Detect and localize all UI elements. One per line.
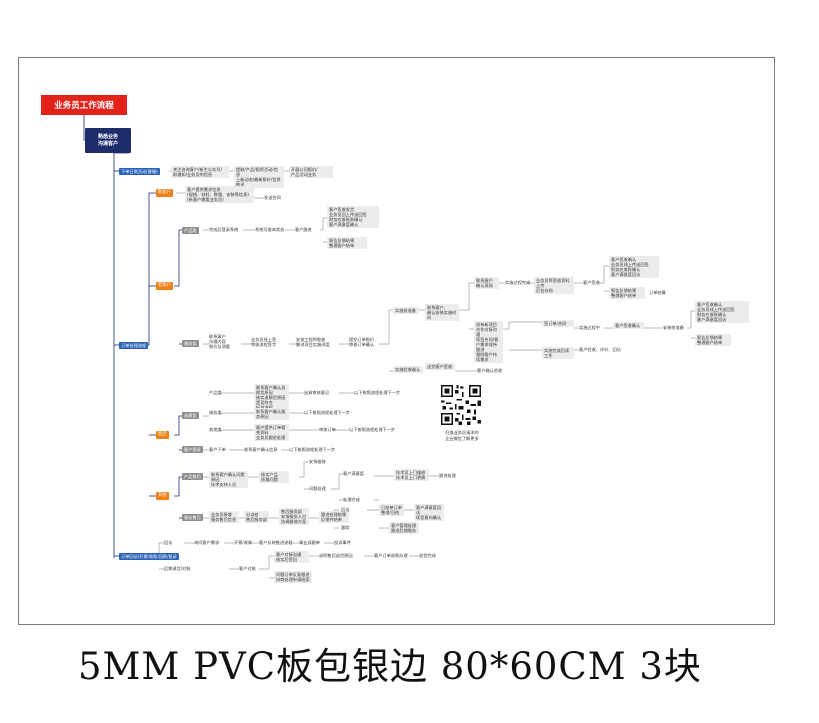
product-after-5: 客户满意度 (343, 471, 364, 476)
after-sale-node: 售后 (156, 431, 169, 439)
product-step-3: 客户跟进 (295, 227, 312, 232)
service-list-2: 报告反馈结果 整理客户结单 (609, 287, 645, 299)
service-after-5: 回访 (341, 507, 350, 512)
service-after-sale: 服务售后 (182, 514, 203, 521)
service-accept: 实施验收确认 (393, 366, 423, 373)
service-settle: 订单结算 (649, 290, 666, 295)
daily-node-1: 关注咨询客户/新生公众号/ 群通知/业务员的信息 (171, 166, 229, 178)
return-product: 产品类 (209, 390, 222, 395)
service-contract: 签订单/合同 (542, 320, 574, 327)
service-deliver: 送交客户签收 (425, 363, 455, 370)
service-step-2: 业务员线上签 审核流程签字 (251, 337, 277, 347)
service-category: 服务类 (182, 340, 199, 347)
qr-code-icon (439, 383, 483, 427)
qr-caption: 扫描业务员请求的 企业微信了解更多 (445, 430, 479, 441)
connector-lines (83, 105, 695, 579)
service-upload: 业务员将签收资料上传 后台存档 (534, 277, 574, 294)
service-review: 客户验收、评价、回访 (579, 347, 621, 352)
service-after-9: 客户管理处理 跟进后期服务 (389, 522, 419, 534)
complaint-3: 以下按照流程处理下一步 (289, 447, 336, 452)
followup-10: 说明售后退货原因 (319, 553, 353, 558)
product-after-1: 联系客户确认问题原因 技术支持人员 (209, 471, 248, 488)
new-customer-info: 客户提供需求信息 (规格、材料、数量、安装等信息) (新客户需要业务员) (185, 186, 254, 203)
product-caption: 5MM PVC板包银边 80*60CM 3块 (78, 645, 702, 688)
branch-daily: 下单日常活动(客服) (119, 168, 160, 175)
service-prep: 实施前准备 (393, 307, 419, 314)
service-step-1: 联系客户 沟通内容 报价及测量 (209, 334, 230, 349)
complaint-category: 客户投诉 (182, 446, 203, 453)
followup-9: 客户对接沟通 核实后签回 (274, 551, 309, 563)
service-after-2: 分派给 售后服务部 (244, 511, 269, 523)
followup-7: 后期退货/对账 (164, 566, 191, 571)
service-after-1: 业务员接收 服务售后信息 (209, 511, 239, 523)
followup-3: 开票/收款 (234, 540, 253, 545)
service-after-6: 已结单订单 整理/归档 (379, 504, 404, 516)
service-install-prep: 安装前准备 (663, 325, 684, 330)
return-category: 退换货 (182, 412, 199, 419)
followup-6: 投诉事件 (334, 540, 351, 545)
service-done: 实施过程完成 (505, 280, 531, 285)
service-list-3: 客户签收确认 业务员线上传送回签 财务应收款确认 客户满意度回访 (695, 301, 749, 323)
branch-followup: 订单回访/开票/收款/回款/投诉 (119, 553, 179, 560)
old-customer-node: 老客户 (156, 282, 173, 290)
followup-12: 退货完成 (419, 553, 436, 558)
followup-5: 事业部跟单 (299, 540, 320, 545)
root-node: 熟悉业务 沟通客户 (85, 128, 131, 153)
service-in-progress: 实施过程中 (579, 325, 600, 330)
service-after-3: 售后服务部 安排服务人员 协调维修方案 (279, 508, 309, 525)
followup-8: 客户对账 (239, 566, 256, 571)
return-other-2: 审核订单 (319, 427, 336, 432)
followup-1: 回访 (164, 540, 173, 545)
followup-13: 问题订单反复跟进 协商处理申请结案 (274, 571, 312, 583)
service-client-sign: 客户签收确认 (613, 322, 644, 329)
complaint-1: 客户下单 (209, 447, 226, 452)
daily-node-3: 开展公司报价/ 产品活动业务 (289, 166, 333, 178)
return-other-1: 客户提供订单相关资料 业务员跟进处理 (254, 424, 289, 441)
return-service-1: 联系客户确认服务原因 (254, 408, 289, 420)
mindmap-board: 业务员工作流程 熟悉业务 沟通客户 下单日常活动(客服) 关注咨询客户/新生公众… (18, 57, 775, 625)
followup-11: 客户订单退款办理 (374, 553, 408, 558)
product-after-4: 问题处理 (309, 486, 326, 491)
service-sign: 客户签收 (583, 280, 600, 285)
service-after: 实施完成后续工作 (542, 347, 574, 359)
new-customer-contract: 发送合同 (264, 195, 281, 200)
product-after-3: 安排维修 (309, 459, 326, 464)
product-after-2: 核实产品 质量问题 (259, 471, 289, 483)
return-product-3: 以下按照流程处理下一步 (354, 390, 401, 395)
followup-2: 询问客户需求 (194, 540, 220, 545)
product-step-1: 完成后登录系统 (209, 227, 239, 232)
branch-order: 订单处理流程 (119, 342, 149, 349)
product-list-2: 报告反馈结果 整理客户结单 (327, 237, 367, 249)
service-new-project: 如有新项目合作对接沟通 续签合同/客户需求保持跟进 跟踪客户持续需求 (474, 321, 503, 363)
service-after-8: 跟踪 (341, 525, 350, 530)
service-step-3: 安排工程师勘查 跟进项目实施进度 (296, 337, 330, 347)
product-category: 产品类 (182, 227, 199, 234)
followup-4: 客户反映推进流程 (259, 540, 293, 545)
service-after-7: 客户满意度回访 续签意向确认 (414, 504, 444, 521)
other-node: 其他 (156, 492, 169, 500)
service-contact: 联系客户, 确认安装实施时间 (425, 304, 459, 321)
complaint-2: 联系客户确认信息 (244, 447, 278, 452)
return-service-2: 以下按照流程处理下一步 (304, 410, 351, 415)
service-confirm: 联系客户 确认现场 (474, 277, 499, 289)
product-after-sale: 产品售后 (182, 473, 203, 480)
return-product-1: 联系客户确认退换货原因 核实退换货原因是否符合 标准流程 (254, 384, 289, 411)
service-list-1: 客户签收确认 业务员线上传送回签 财务应收款确认 客户满意度回访 (609, 256, 659, 278)
diagram-title: 业务员工作流程 (41, 95, 127, 115)
product-after-7: 跟进处理 (439, 473, 456, 478)
service-step-4: 提交订单报价 审核订单确认 (349, 337, 375, 347)
return-service: 服务类 (209, 410, 222, 415)
product-list-1: 客户签收发货 业务员回上传送回签 财务应收账款确认 客户满意度确认 (327, 206, 379, 228)
service-after-4: 跟进处理结果 反馈并结单 (319, 511, 349, 523)
return-product-2: 出具审核意见 (304, 390, 330, 395)
return-other: 其他类 (209, 427, 222, 432)
service-list-4: 报告反馈结果 整理客户结单 (695, 334, 731, 346)
product-step-2: 系统可查询状态 (255, 227, 285, 232)
service-verify: 客户确认验收 (477, 368, 503, 373)
return-other-3: 以下按照流程处理下一步 (349, 427, 396, 432)
product-after-6: 技术员上门维修 技术员上门更换 (394, 469, 429, 481)
product-after-8: 处理完成 (343, 497, 360, 502)
daily-node-2: 提取/产品/租赁活动/信息 上新动态/最新报价/信息推送 (234, 166, 284, 188)
new-customer-node: 新客户 (156, 189, 173, 197)
